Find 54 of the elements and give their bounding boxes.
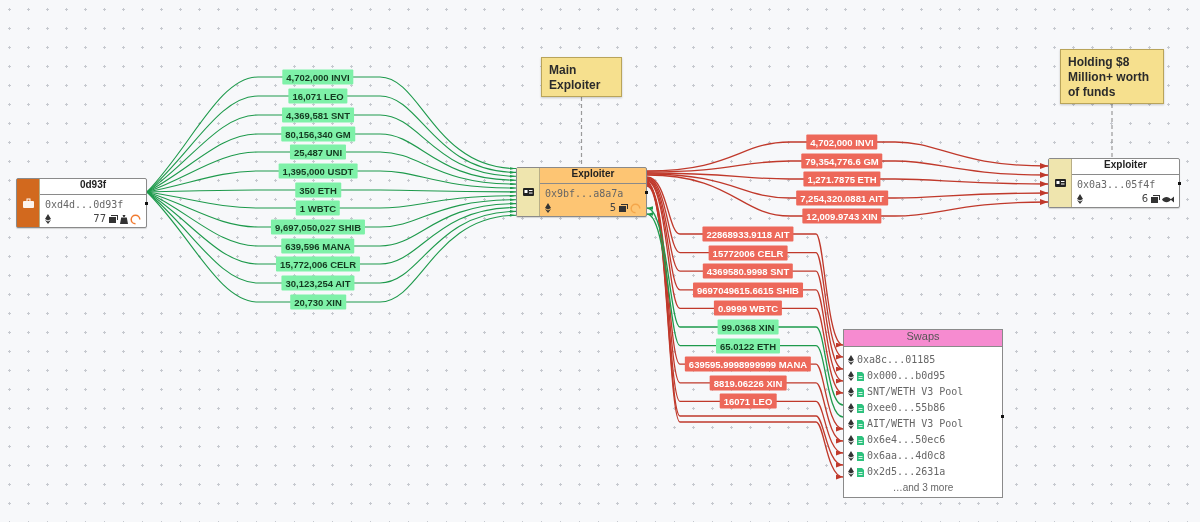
edge-label: 80,156,340 GM [281,126,355,142]
edge-label: 79,354,776.6 GM [801,153,883,169]
edge-label: 30,123,254 AIT [281,275,355,291]
edge-label: 9,697,050,027 SHIB [270,219,366,235]
list-item-text: 0xee0...55b86 [867,402,946,414]
edge-label: 9697049615.6615 SHIB [693,282,803,298]
edge-label: 22868933.9118 AIT [702,226,794,242]
list-item-text: AIT/WETH V3 Pool [867,418,964,430]
edge-label: 65.0122 ETH [716,338,780,354]
edge-label: 0.9999 WBTC [713,300,783,316]
token-count: 6 [1141,193,1148,205]
note-box: Holding $8 Million+ worth of funds [1060,49,1164,104]
more-label: …and 3 more [892,481,954,495]
token-count: 5 [609,202,616,214]
card-title: Exploiter [540,168,646,184]
edge-label: 4369580.9998 SNT [702,263,794,279]
edge-label: 15772006 CELR [708,245,788,261]
edge-label: 16,071 LEO [288,88,348,104]
edge-label: 4,702,000 INVI [806,134,878,150]
list-panel [843,329,1003,498]
leader-line [1111,103,1113,159]
list-item-text: 0xa8c...01185 [857,354,936,366]
edge-label: 639595.9998999999 MANA [684,356,812,372]
account-card [516,167,647,217]
edge-label: 4,702,000 INVI [282,69,354,85]
address-label: 0x0a3...05f4f [1077,178,1156,191]
edge-label: 16071 LEO [719,393,777,409]
card-title: Exploiter [1072,159,1179,175]
note-box: Main Exploiter [541,57,622,97]
card-title: 0d93f [40,179,146,195]
edge-label: 350 ETH [295,182,341,198]
edge-label: 99.0368 XIN [717,319,779,335]
account-card [16,178,147,228]
token-count: 77 [93,213,106,225]
panel-header: Swaps [844,330,1002,347]
edge-label: 12,009.9743 XIN [802,208,882,224]
address-label: 0xd4d...0d93f [45,198,124,211]
list-item-text: 0x6e4...50ec6 [867,434,946,446]
edge-label: 1,271.7875 ETH [803,171,881,187]
list-item-text: SNT/WETH V3 Pool [867,386,964,398]
edge-label: 639,596 MANA [281,238,355,254]
list-item-text: 0x000...b0d95 [867,370,946,382]
edge-label: 15,772,006 CELR [276,256,360,272]
edge-label: 7,254,320.0881 AIT [796,190,888,206]
address-label: 0x9bf...a8a7a [545,187,624,200]
edge-label: 1,395,000 USDT [278,163,358,179]
edge-label: 8819.06226 XIN [709,375,787,391]
edge-label: 1 WBTC [295,200,341,216]
account-card [1048,158,1180,208]
edge-label: 4,369,581 SNT [282,107,354,123]
list-item-text: 0x6aa...4d0c8 [867,450,946,462]
edge-label: 20,730 XIN [290,294,346,310]
edge-label: 25,487 UNI [289,144,347,160]
list-item-text: 0x2d5...2631a [867,466,946,478]
